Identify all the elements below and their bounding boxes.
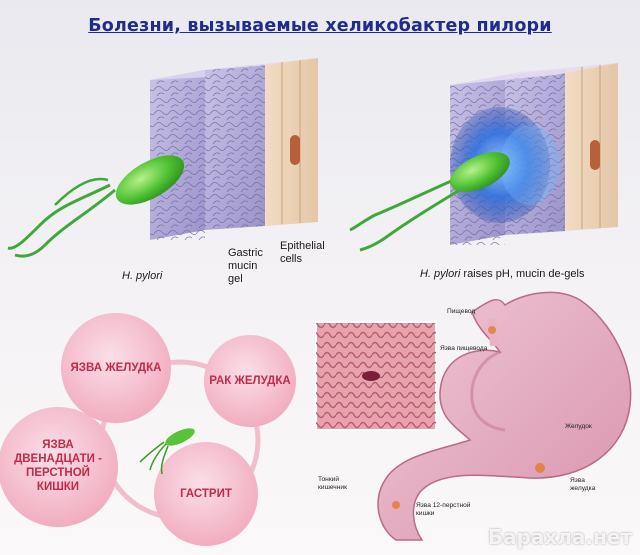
right-mucin-cube bbox=[450, 63, 618, 245]
page-title: Болезни, вызываемые хеликобактер пилори bbox=[88, 16, 552, 36]
label-h-pylori: H. pylori bbox=[122, 270, 163, 282]
label-gastric-ulcer: Язва желудка bbox=[570, 477, 595, 493]
label-epithelial-line-1: Epithelial bbox=[280, 240, 325, 252]
duodenal-line-4: КИШКИ bbox=[36, 481, 80, 493]
duodenal-line-2: ДВЕНАДЦАТИ - bbox=[14, 453, 102, 465]
text-stomach-cancer: РАК ЖЕЛУДКА bbox=[209, 375, 291, 387]
text-stomach-ulcer: ЯЗВА ЖЕЛУДКА bbox=[70, 362, 162, 374]
label-gastric-line-2: mucin bbox=[228, 260, 258, 272]
label-stomach: Желудок bbox=[565, 423, 592, 430]
bubble-duodenal-ulcer bbox=[0, 407, 118, 527]
left-bacterium bbox=[7, 155, 185, 258]
label-gastric-mucin-gel: Gastric mucin gel bbox=[228, 247, 263, 286]
gastric-ulcer-line-1: Язва bbox=[570, 477, 585, 484]
duodenal-line-3: ПЕРСТНОЙ bbox=[26, 467, 90, 479]
label-gastric-line-1: Gastric bbox=[228, 247, 263, 259]
label-esophagus: Пищевод bbox=[447, 308, 476, 315]
bubble-stomach-ulcer bbox=[61, 313, 171, 423]
gastric-ulcer-line-2: желудка bbox=[570, 485, 596, 492]
duodenal-line-1: ЯЗВА bbox=[42, 439, 74, 451]
bubble-stomach-cancer bbox=[204, 335, 296, 427]
right-bacterium bbox=[349, 152, 510, 252]
small-intestine-line-1: Тонкий bbox=[318, 476, 340, 483]
label-epithelial-line-2: cells bbox=[280, 253, 303, 265]
caption-rest: raises pH, mucin de-gels bbox=[460, 268, 585, 280]
disease-diagram bbox=[0, 313, 296, 546]
label-duodenal-ulcer-organ: Язва 12-перстной кишки bbox=[416, 502, 470, 518]
left-mucin-cube bbox=[150, 58, 318, 240]
duodenal-organ-line-1: Язва 12-перстной bbox=[416, 502, 471, 509]
duodenal-organ-line-2: кишки bbox=[416, 510, 435, 517]
small-intestine-line-2: кишечник bbox=[318, 484, 347, 491]
text-duodenal-ulcer: ЯЗВА ДВЕНАДЦАТИ - ПЕРСТНОЙ КИШКИ bbox=[3, 438, 113, 494]
stomach-illustration bbox=[377, 291, 632, 541]
bubble-gastritis bbox=[154, 442, 258, 546]
label-right-caption: H. pylori raises pH, mucin de-gels bbox=[420, 268, 584, 281]
label-gastric-line-3: gel bbox=[228, 273, 243, 285]
label-epithelial-cells: Epithelial cells bbox=[280, 240, 325, 266]
caption-species: H. pylori bbox=[420, 268, 461, 280]
watermark-text: Барахла.нет bbox=[487, 525, 632, 549]
text-gastritis: ГАСТРИТ bbox=[180, 488, 232, 500]
mucosa-inset bbox=[315, 321, 437, 431]
center-bacterium bbox=[139, 428, 195, 475]
label-esophageal-ulcer: Язва пищевода bbox=[440, 345, 488, 352]
label-small-intestine: Тонкий кишечник bbox=[318, 476, 347, 492]
